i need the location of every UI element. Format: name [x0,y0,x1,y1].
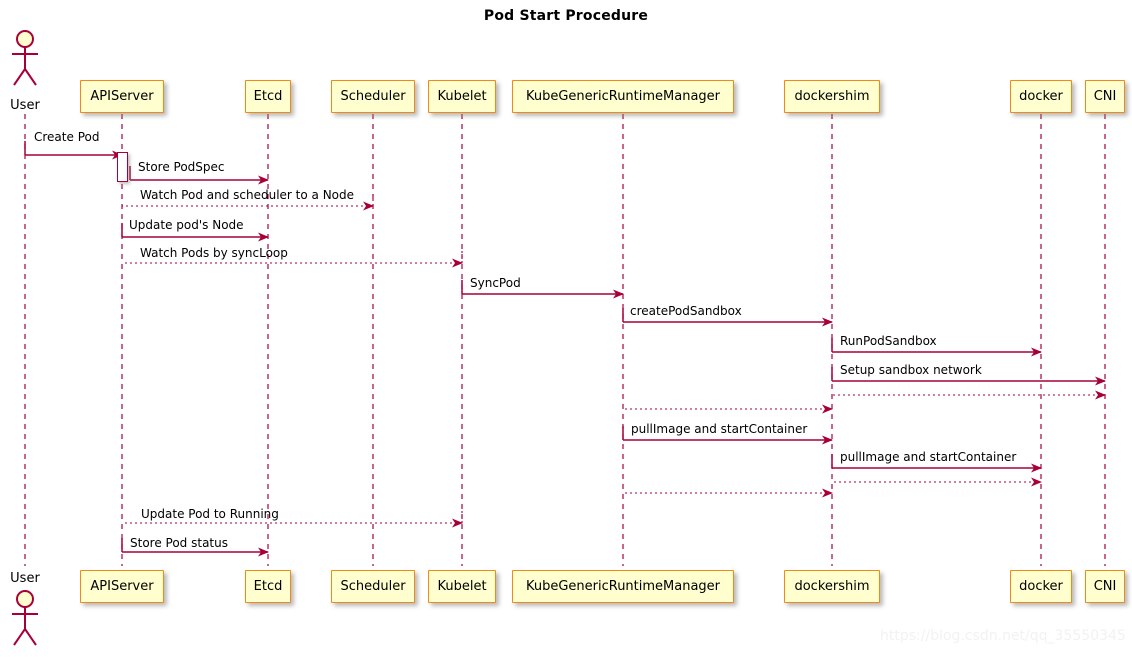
message-label-5: SyncPod [470,276,521,290]
message-label-15: Update Pod to Running [141,507,279,521]
participant-top-dockershim[interactable]: dockershim [784,80,880,113]
participant-label: APIServer [90,579,154,594]
actor-label-bottom-user: User [10,571,40,586]
participant-label: KubeGenericRuntimeManager [525,89,721,104]
message-label-8: Setup sandbox network [840,363,982,377]
message-arrows-group [24,141,1106,557]
participant-label: dockershim [794,579,870,594]
participant-top-scheduler[interactable]: Scheduler [331,80,415,113]
participant-label: Etcd [253,579,283,594]
actor-figures-group [12,30,38,646]
participant-bottom-cni[interactable]: CNI [1085,570,1125,603]
actor-figure-user [12,30,38,86]
participant-bottom-docker[interactable]: docker [1010,570,1072,603]
message-label-0: Create Pod [34,130,100,144]
actor-figure-user [12,590,38,646]
participant-label: Kubelet [437,89,487,104]
message-label-16: Store Pod status [130,536,228,550]
message-label-12: pullImage and startContainer [840,450,1017,464]
participant-top-etcd[interactable]: Etcd [245,80,291,113]
participant-top-apiserver[interactable]: APIServer [80,80,164,113]
participant-label: docker [1019,579,1063,594]
participant-bottom-scheduler[interactable]: Scheduler [331,570,415,603]
participant-label: Scheduler [340,89,406,104]
participant-top-kubelet[interactable]: Kubelet [428,80,496,113]
participant-top-kubegenericruntimemanager[interactable]: KubeGenericRuntimeManager [512,80,734,113]
message-label-2: Watch Pod and scheduler to a Node [140,188,355,202]
message-label-3: Update pod's Node [129,218,244,232]
participant-label: KubeGenericRuntimeManager [525,579,721,594]
participant-top-cni[interactable]: CNI [1085,80,1125,113]
participant-label: Etcd [253,89,283,104]
participant-label: CNI [1093,579,1117,594]
message-label-11: pullImage and startContainer [631,422,808,436]
participant-top-docker[interactable]: docker [1010,80,1072,113]
participant-bottom-etcd[interactable]: Etcd [245,570,291,603]
message-label-7: RunPodSandbox [840,334,937,348]
activation-bar-apiserver [117,152,128,182]
participant-label: Scheduler [340,579,406,594]
participant-bottom-dockershim[interactable]: dockershim [784,570,880,603]
participant-label: Kubelet [437,579,487,594]
watermark: https://blog.csdn.net/qq_35550345 [880,628,1126,644]
actor-label-user: User [10,98,40,113]
participant-label: CNI [1093,89,1117,104]
participant-label: docker [1019,89,1063,104]
diagram-title: Pod Start Procedure [483,8,649,24]
message-label-6: createPodSandbox [630,304,742,318]
participant-label: dockershim [794,89,870,104]
participant-bottom-apiserver[interactable]: APIServer [80,570,164,603]
message-label-4: Watch Pods by syncLoop [140,246,288,260]
message-label-1: Store PodSpec [138,160,225,174]
participant-label: APIServer [90,89,154,104]
participant-bottom-kubelet[interactable]: Kubelet [428,570,496,603]
participant-bottom-kubegenericruntimemanager[interactable]: KubeGenericRuntimeManager [512,570,734,603]
lifelines-group [24,114,1106,566]
